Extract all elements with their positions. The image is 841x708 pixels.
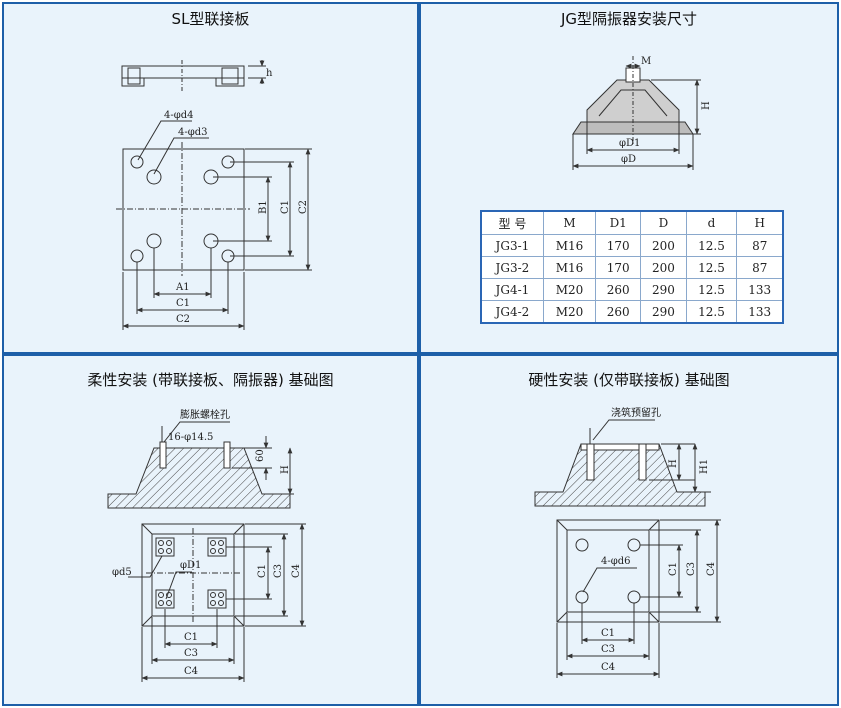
jg-spec-table: 型 号 M D1 D d H JG3-1 M16 170 200 12.5 87… <box>480 210 784 324</box>
table-cell: 170 <box>595 234 642 257</box>
dim-label: C4 <box>291 564 302 578</box>
dim-label: C3 <box>273 564 284 578</box>
jg-drawing: M H φD1 φD <box>572 56 712 170</box>
table-cell: 133 <box>736 300 784 324</box>
table-cell: JG4-2 <box>480 300 544 324</box>
panel-jg-isolator: JG型隔振器安装尺寸 M H φD1 φD 型 号 M D1 D <box>419 2 839 354</box>
dim-label: φD <box>621 154 636 165</box>
note-label: 膨胀螺栓孔 <box>180 408 230 421</box>
table-cell: 12.5 <box>685 256 738 279</box>
dim-label: C3 <box>184 648 198 659</box>
table-row: JG3-1 M16 170 200 12.5 87 <box>480 234 784 257</box>
dim-label: φd5 <box>112 567 132 578</box>
panel-sl-connector-plate: SL型联接板 <box>2 2 419 354</box>
dim-label: 4-φd4 <box>164 110 194 121</box>
plate-outline <box>122 148 245 271</box>
dim-label: C2 <box>298 200 309 214</box>
table-cell: 87 <box>736 234 784 257</box>
dim-label: H <box>668 459 679 468</box>
panel-title: JG型隔振器安装尺寸 <box>560 10 698 28</box>
table-cell: JG3-1 <box>480 234 544 257</box>
table-header: H <box>736 210 784 235</box>
dim-label: C1 <box>668 562 679 576</box>
dim-label: A1 <box>175 282 190 293</box>
sl-drawing: h 4-φd4 4-φd3 B1 C1 C2 A1 C1 C2 <box>116 60 312 330</box>
flex-drawing: 膨胀螺栓孔 16-φ14.5 60 H φd5 φD1 C1 C3 C4 C1 … <box>107 408 306 682</box>
table-row: JG4-1 M20 260 290 12.5 133 <box>480 278 784 301</box>
table-header: D1 <box>595 210 642 235</box>
table-cell: JG3-2 <box>480 256 544 279</box>
table-cell: M20 <box>542 278 597 301</box>
ground-section <box>107 447 291 509</box>
table-header: d <box>685 210 738 235</box>
dim-label: φD1 <box>619 138 640 149</box>
panel-title: 硬性安装 (仅带联接板) 基础图 <box>528 371 730 389</box>
anchor-hole-groups <box>155 537 227 609</box>
dim-label: B1 <box>258 200 269 214</box>
table-cell: 200 <box>640 234 687 257</box>
dim-label: M <box>641 56 651 67</box>
table-cell: 260 <box>595 278 642 301</box>
foundation-outline <box>556 519 660 623</box>
panel-title: SL型联接板 <box>171 10 250 28</box>
dim-label: H1 <box>699 459 710 474</box>
table-cell: 200 <box>640 256 687 279</box>
table-header: 型 号 <box>480 210 544 235</box>
table-row: JG3-2 M16 170 200 12.5 87 <box>480 256 784 279</box>
dim-label: h <box>266 68 273 79</box>
dim-label: C1 <box>257 564 268 578</box>
table-header: M <box>542 210 597 235</box>
anchor-holes <box>575 538 641 604</box>
table-cell: 290 <box>640 300 687 324</box>
ground-section <box>534 443 706 507</box>
panel-title: 柔性安装 (带联接板、隔振器) 基础图 <box>87 371 334 389</box>
table-header-row: 型 号 M D1 D d H <box>480 210 784 235</box>
dim-label: C2 <box>176 314 190 325</box>
table-cell: 133 <box>736 278 784 301</box>
dim-label: C1 <box>184 632 198 643</box>
table-header: D <box>640 210 687 235</box>
dim-label: 60 <box>255 449 266 462</box>
dim-label: 4-φd6 <box>601 556 631 567</box>
dim-label: 4-φd3 <box>178 127 208 138</box>
panel-flexible-foundation: 柔性安装 (带联接板、隔振器) 基础图 <box>2 354 419 706</box>
dim-label: H <box>701 101 712 110</box>
table-row: JG4-2 M20 260 290 12.5 133 <box>480 300 784 324</box>
table-cell: JG4-1 <box>480 278 544 301</box>
rigid-drawing: 浇筑预留孔 H H1 4-φd6 C1 C3 C4 C1 C3 C4 <box>534 406 721 678</box>
dim-label: C4 <box>184 666 198 677</box>
dim-label: C3 <box>686 562 697 576</box>
dim-label: C1 <box>601 628 615 639</box>
dim-label: φD1 <box>180 560 201 571</box>
table-cell: 260 <box>595 300 642 324</box>
table-cell: 12.5 <box>685 234 738 257</box>
dim-label: C4 <box>706 562 717 576</box>
dim-label: H <box>280 465 291 474</box>
dim-label: 16-φ14.5 <box>168 432 213 443</box>
table-cell: 290 <box>640 278 687 301</box>
table-cell: M16 <box>542 256 597 279</box>
table-cell: 12.5 <box>685 300 738 324</box>
table-cell: 87 <box>736 256 784 279</box>
table-cell: M20 <box>542 300 597 324</box>
foundation-outline <box>141 523 245 627</box>
table-cell: M16 <box>542 234 597 257</box>
dim-label: C1 <box>280 200 291 214</box>
dim-label: C1 <box>176 298 190 309</box>
table-cell: 12.5 <box>685 278 738 301</box>
panel-rigid-foundation: 硬性安装 (仅带联接板) 基础图 <box>419 354 839 706</box>
table-cell: 170 <box>595 256 642 279</box>
dim-label: C4 <box>601 662 615 673</box>
dim-label: C3 <box>601 644 615 655</box>
note-label: 浇筑预留孔 <box>611 406 661 419</box>
